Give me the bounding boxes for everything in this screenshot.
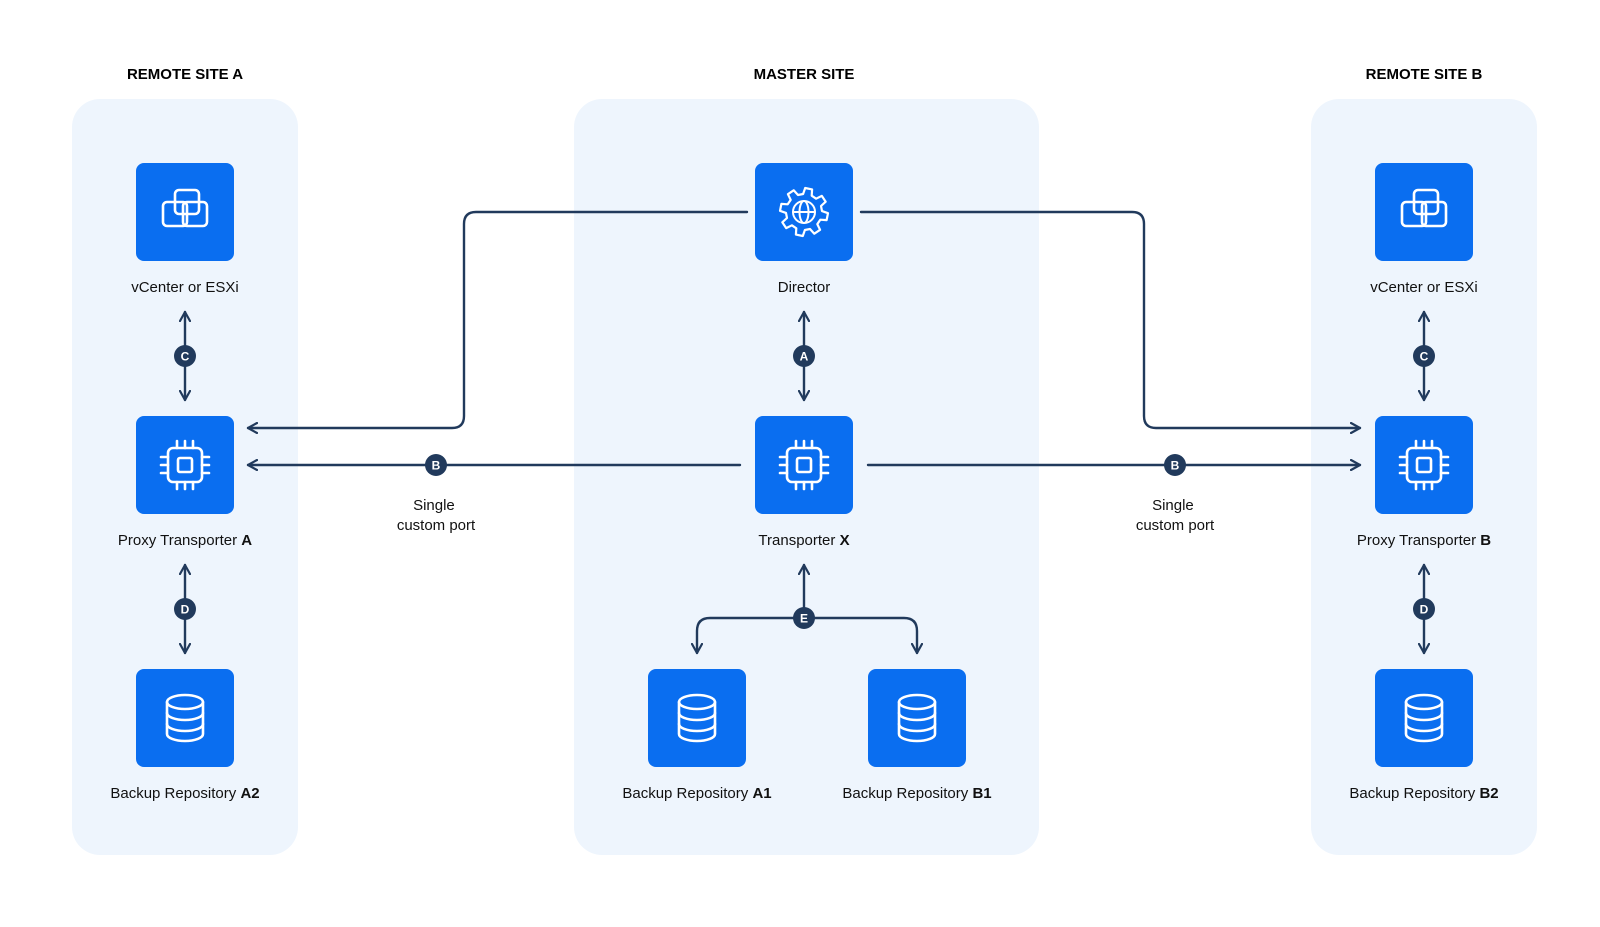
node-box (755, 416, 853, 514)
node-label: Backup Repository B1 (842, 785, 991, 802)
director-to-proxy-b-line (859, 210, 1362, 428)
vm-icon (161, 188, 209, 228)
vm-icon (1400, 188, 1448, 228)
badge-e-master: E (793, 607, 815, 629)
node-box (136, 669, 234, 767)
node-vcenter-b: vCenter or ESXi (1370, 163, 1478, 296)
svg-text:A: A (800, 350, 809, 364)
node-label: Backup Repository B2 (1349, 785, 1498, 802)
svg-text:D: D (181, 603, 190, 617)
node-transporter-x: Transporter X (755, 416, 853, 549)
badge-b-left: B (425, 454, 447, 476)
node-repo-b2: Backup Repository B2 (1349, 669, 1499, 802)
node-box (1375, 416, 1473, 514)
svg-text:B: B (1171, 459, 1180, 473)
badge-b-right: B (1164, 454, 1186, 476)
node-label: Director (778, 279, 831, 296)
badge-a-master: A (793, 345, 815, 367)
node-box (868, 669, 966, 767)
node-proxy-a: Proxy Transporter A (118, 416, 252, 549)
node-repo-a2: Backup Repository A2 (110, 669, 260, 802)
gear-globe-icon (778, 186, 830, 238)
chip-icon (778, 439, 830, 491)
node-label: Backup Repository A2 (110, 785, 259, 802)
database-icon (897, 693, 937, 743)
database-icon (677, 693, 717, 743)
node-label: vCenter or ESXi (1370, 279, 1478, 296)
node-vcenter-a: vCenter or ESXi (131, 163, 239, 296)
node-box (136, 416, 234, 514)
remote-site-a-title: REMOTE SITE A (127, 66, 243, 83)
node-proxy-b: Proxy Transporter B (1357, 416, 1491, 549)
chip-icon (159, 439, 211, 491)
node-repo-b1: Backup Repository B1 (842, 669, 992, 802)
node-repo-a1: Backup Repository A1 (622, 669, 772, 802)
port-note-right: Single custom port (1136, 497, 1215, 534)
node-label: Proxy Transporter A (118, 532, 252, 549)
remote-site-b-title: REMOTE SITE B (1366, 66, 1483, 83)
node-box (1375, 163, 1473, 261)
repos-branch-left (697, 616, 806, 655)
database-icon (1404, 693, 1444, 743)
node-box (648, 669, 746, 767)
node-box (1375, 669, 1473, 767)
node-label: vCenter or ESXi (131, 279, 239, 296)
svg-text:E: E (800, 612, 808, 626)
node-label: Transporter X (758, 532, 849, 549)
node-director: Director (755, 163, 853, 296)
director-to-proxy-a-line (246, 210, 749, 428)
badge-c-left: C (174, 345, 196, 367)
node-box (136, 163, 234, 261)
node-label: Backup Repository A1 (622, 785, 771, 802)
node-label: Proxy Transporter B (1357, 532, 1491, 549)
svg-text:C: C (1420, 350, 1429, 364)
svg-text:B: B (432, 459, 441, 473)
badge-c-right: C (1413, 345, 1435, 367)
svg-text:D: D (1420, 603, 1429, 617)
svg-text:C: C (181, 350, 190, 364)
badge-d-left: D (174, 598, 196, 620)
master-site-title: MASTER SITE (754, 66, 855, 83)
chip-icon (1398, 439, 1450, 491)
database-icon (165, 693, 205, 743)
port-note-left: Single custom port (397, 497, 476, 534)
badge-d-right: D (1413, 598, 1435, 620)
repos-branch-right (802, 616, 917, 655)
